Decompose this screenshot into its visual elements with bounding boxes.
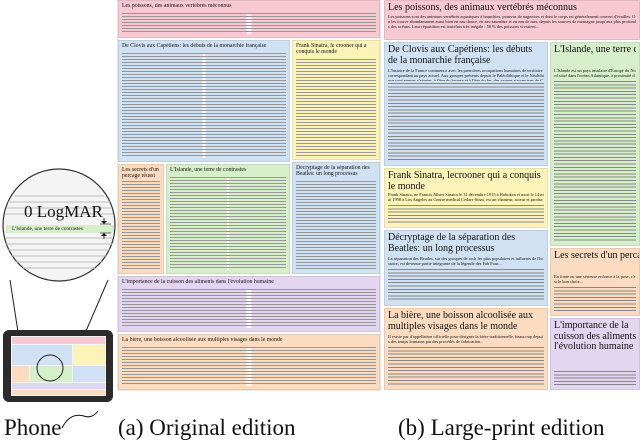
- lp-article-percage: Les secrets d'un percage réussi En fonte…: [550, 248, 640, 316]
- article-body-lines: [122, 289, 376, 328]
- article-body-text: Il existe par d'appellation officielle p…: [388, 335, 543, 344]
- article-body-lines: [122, 347, 376, 386]
- lp-article-fish: Les poissons, des animaux vertébrés méco…: [384, 0, 640, 40]
- article-title: La bière, une boisson alcoolisée aux mul…: [388, 311, 533, 332]
- article-body-text: L'Islande est un pays insulaire d'Europe…: [554, 69, 636, 79]
- lp-article-beatles: Décryptage de la séparation des Beatles:…: [384, 230, 548, 306]
- large-print-edition-caption: (b) Large-print edition: [398, 415, 605, 440]
- article-title: Frank Sinatra, lecrooner qui a conquis l…: [388, 171, 541, 192]
- lp-article-cuisson: L'importance de la cuisson des aliments …: [550, 318, 640, 390]
- article-body-lines: [554, 287, 636, 312]
- article-cuisson: L'importance de la cuisson des aliments …: [118, 276, 380, 332]
- phone-caption-pointer: [61, 410, 99, 429]
- magnifier-text-lines: [5, 195, 113, 269]
- article-title: La bière, une boisson alcoolisée aux mul…: [122, 337, 283, 343]
- magnifier-snippet: L'Islande, une terre de contrastes: [12, 226, 83, 232]
- article-body-text: L'histoire de la France commence avec le…: [388, 69, 544, 81]
- article-title: Décryptage de la séparation des Beatles:…: [296, 165, 370, 178]
- article-islande: L'Islande, une terre de contrastes: [166, 164, 290, 274]
- magnifier-highlight-band: [6, 225, 114, 233]
- original-edition-page: Les poissons, des animaux vertébrés méco…: [118, 0, 380, 390]
- article-body-lines: [388, 269, 544, 302]
- large-print-edition-page: Les poissons, des animaux vertébrés méco…: [384, 0, 640, 390]
- article-beatles: Décryptage de la séparation des Beatles:…: [292, 162, 380, 274]
- article-body-lines: [122, 181, 160, 270]
- article-title: Les poissons, des animaux vertébrés méco…: [122, 3, 232, 9]
- article-body-lines: [388, 205, 544, 224]
- article-fish: Les poissons, des animaux vertébrés méco…: [118, 0, 380, 38]
- article-title: L'Islande, une terre de contrastes: [170, 167, 247, 173]
- magnifier-illustration: [2, 168, 116, 429]
- article-title: L'importance de la cuisson des aliments …: [554, 321, 639, 352]
- article-body-lines: [296, 59, 376, 156]
- logmar-label: 0 LogMAR: [24, 202, 103, 221]
- article-title: L'importance de la cuisson des aliments …: [122, 279, 274, 285]
- article-body-lines: [170, 177, 286, 270]
- article-title: Frank Sinatra, le crooner qui a conquis …: [296, 43, 367, 56]
- article-title: L'Islande, une terre de contrastes: [554, 45, 636, 55]
- article-body-text: Les poissons sont des animaux vertébrés …: [388, 15, 636, 29]
- lp-article-sinatra: Frank Sinatra, lecrooner qui a conquis l…: [384, 168, 548, 228]
- article-biere: La bière, une boisson alcoolisée aux mul…: [118, 334, 380, 390]
- lp-article-islande: L'Islande, une terre de contrastes L'Isl…: [550, 42, 640, 246]
- article-body-lines: [388, 83, 544, 162]
- article-sinatra: Frank Sinatra, le crooner qui a conquis …: [292, 40, 380, 160]
- article-body-lines: [388, 347, 544, 386]
- phone-zoom-spot: [36, 354, 64, 382]
- article-body-lines: [296, 181, 376, 270]
- article-title: Les poissons, des animaux vertébrés méco…: [388, 3, 577, 13]
- article-body-lines: [122, 13, 376, 34]
- lp-article-clovis: De Clovis aux Capétiens: les débuts de l…: [384, 42, 548, 166]
- article-title: De Clovis aux Capétiens: les débuts de l…: [388, 45, 533, 66]
- article-body-text: Frank Sinatra, ne Francis Albert Sinatra…: [388, 193, 544, 203]
- article-title: Les secrets d'un percage réussi: [122, 167, 159, 180]
- article-title: De Clovis aux Capétiens: les débuts de l…: [122, 43, 267, 49]
- article-body-text: En fonte ou une sérieuse enfonce à la po…: [554, 275, 636, 284]
- lp-article-biere: La bière, une boisson alcoolisée aux mul…: [384, 308, 548, 390]
- article-title: Les secrets d'un percage réussi: [554, 251, 639, 261]
- article-body-lines: [122, 53, 286, 158]
- article-body-text: La séparation des Beatles, sur des group…: [388, 257, 543, 266]
- phone-caption: Phone: [4, 415, 62, 440]
- article-clovis: De Clovis aux Capétiens: les débuts de l…: [118, 40, 290, 162]
- original-edition-caption: (a) Original edition: [118, 415, 296, 440]
- article-percage: Les secrets d'un percage réussi: [118, 164, 164, 274]
- article-title: Décryptage de la séparation des Beatles:…: [388, 233, 516, 254]
- article-body-lines: [554, 371, 636, 386]
- article-body-lines: [554, 81, 636, 242]
